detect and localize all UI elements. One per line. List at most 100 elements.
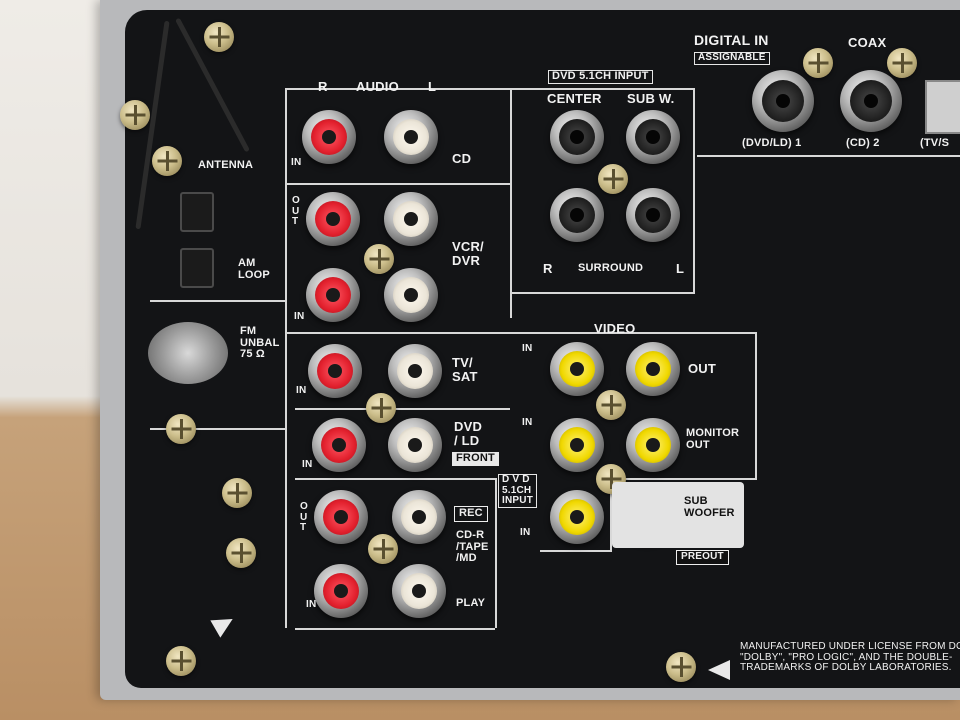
vcr-out-label: O U T	[292, 195, 300, 227]
divider-line	[150, 428, 285, 430]
screw	[666, 652, 696, 682]
cd-r-tape-md-label: CD-R /TAPE /MD	[456, 529, 489, 565]
screw	[366, 393, 396, 423]
divider-line	[285, 183, 510, 185]
audio-label: AUDIO	[356, 79, 399, 94]
center-jack[interactable]	[550, 110, 604, 164]
assignable-label: ASSIGNABLE	[694, 52, 770, 65]
digital-coax-jack-1[interactable]	[752, 70, 814, 132]
divider-line	[285, 88, 695, 90]
monitor-out-label: MONITOR OUT	[686, 427, 740, 451]
cdr-in-r-jack[interactable]	[314, 564, 368, 618]
screw	[887, 48, 917, 78]
cdr-out-l-jack[interactable]	[392, 490, 446, 544]
divider-line	[285, 88, 287, 628]
divider-line	[540, 550, 610, 552]
divider-line	[295, 408, 510, 410]
surround-l-jack[interactable]	[626, 188, 680, 242]
dvd-in-label: IN	[302, 459, 313, 470]
divider-line	[755, 332, 757, 480]
rear-panel	[125, 10, 960, 688]
dvd-ld-label: DVD / LD	[454, 419, 483, 448]
tv-in-l-jack[interactable]	[388, 344, 442, 398]
screw	[803, 48, 833, 78]
play-label: PLAY	[456, 597, 486, 609]
surround-label: SURROUND	[578, 262, 644, 274]
rec-label: REC	[454, 506, 488, 522]
screw	[152, 146, 182, 176]
divider-line	[697, 155, 960, 157]
cd-in-label: IN	[291, 157, 302, 168]
divider-line	[150, 300, 285, 302]
cd-in-l-jack[interactable]	[384, 110, 438, 164]
screw	[598, 164, 628, 194]
divider-line	[610, 480, 612, 552]
vcr-in-r-jack[interactable]	[306, 268, 360, 322]
am-loop-clip[interactable]	[180, 248, 214, 288]
screw	[120, 100, 150, 130]
screw	[166, 414, 196, 444]
dvd51-in-label: IN	[520, 527, 531, 538]
screw	[596, 390, 626, 420]
tv-s-label: (TV/S	[920, 137, 950, 149]
divider-line	[612, 478, 755, 480]
tv-sat-label: TV/ SAT	[452, 355, 478, 384]
vcr-in-label: IN	[294, 311, 305, 322]
digital-coax-jack-2[interactable]	[840, 70, 902, 132]
surround-r-jack[interactable]	[550, 188, 604, 242]
dvd51-video-in-jack[interactable]	[550, 490, 604, 544]
antenna-label: ANTENNA	[198, 159, 254, 171]
video-out-label: OUT	[688, 361, 717, 376]
license-text: MANUFACTURED UNDER LICENSE FROM DOL "DOL…	[740, 641, 960, 673]
cdr-in-l-jack[interactable]	[392, 564, 446, 618]
sub-w-jack[interactable]	[626, 110, 680, 164]
vcr-out-r-jack[interactable]	[306, 192, 360, 246]
digital-in-label: DIGITAL IN	[694, 32, 769, 48]
video-label: VIDEO	[594, 321, 636, 336]
divider-line	[510, 292, 695, 294]
sub-woofer-label: SUB WOOFER	[684, 495, 735, 519]
monitor-out-jack[interactable]	[626, 418, 680, 472]
divider-line	[295, 628, 495, 630]
triangle-marker-icon	[708, 660, 730, 680]
monitor-in-label: IN	[522, 417, 533, 428]
fm-unbal-label: FM UNBAL 75 Ω	[240, 325, 280, 361]
screw	[364, 244, 394, 274]
video-dvd-in-jack[interactable]	[550, 418, 604, 472]
surround-l-label: L	[676, 261, 685, 276]
dvd-ld-1-label: (DVD/LD) 1	[742, 137, 802, 149]
divider-line	[295, 478, 495, 480]
center-label: CENTER	[547, 91, 602, 106]
am-loop-label: AM LOOP	[238, 257, 270, 281]
preout-label: PREOUT	[676, 550, 729, 565]
subwoofer-label-plate	[612, 482, 744, 548]
coax-label: COAX	[848, 35, 887, 50]
dvd-51-input-label: DVD 5.1CH INPUT	[548, 70, 653, 84]
dvd-in-l-jack[interactable]	[388, 418, 442, 472]
video-in-jack[interactable]	[550, 342, 604, 396]
tv-in-r-jack[interactable]	[308, 344, 362, 398]
divider-line	[495, 478, 497, 628]
divider-line	[285, 332, 755, 334]
vcr-in-l-jack[interactable]	[384, 268, 438, 322]
surround-r-label: R	[543, 261, 553, 276]
audio-l-label: L	[428, 79, 437, 94]
video-out-jack[interactable]	[626, 342, 680, 396]
dvd-in-r-jack[interactable]	[312, 418, 366, 472]
video-in-label: IN	[522, 343, 533, 354]
audio-r-label: R	[318, 79, 328, 94]
sub-w-label: SUB W.	[627, 91, 675, 106]
cdr-out-label: O U T	[300, 501, 308, 533]
fm-antenna-connector[interactable]	[148, 322, 228, 384]
vcr-dvr-label: VCR/ DVR	[452, 239, 484, 268]
cdr-out-r-jack[interactable]	[314, 490, 368, 544]
screw	[226, 538, 256, 568]
screw	[166, 646, 196, 676]
am-loop-clip[interactable]	[180, 192, 214, 232]
vcr-out-l-jack[interactable]	[384, 192, 438, 246]
optical-input[interactable]	[925, 80, 960, 134]
cd-in-r-jack[interactable]	[302, 110, 356, 164]
cd-2-label: (CD) 2	[846, 137, 880, 149]
divider-line	[693, 88, 695, 293]
screw	[368, 534, 398, 564]
